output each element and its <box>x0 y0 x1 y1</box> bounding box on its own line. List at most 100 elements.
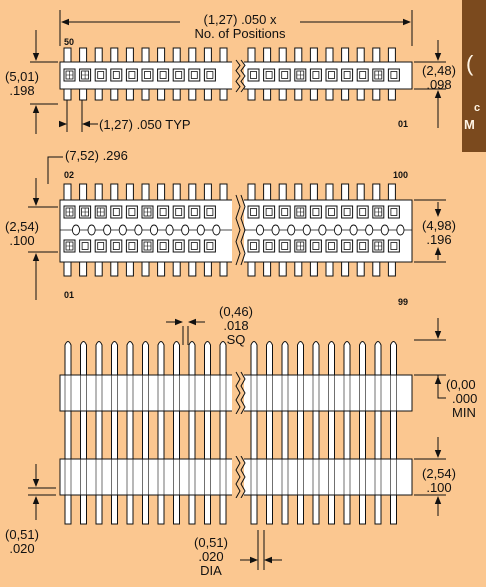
side-tail <box>297 494 304 525</box>
dual-cell-bottom-right-inner <box>390 242 398 250</box>
side-post-top <box>328 341 335 378</box>
top-cell-right <box>341 68 354 82</box>
side-tail <box>111 494 118 525</box>
tail-length-metric: (2,54) <box>422 466 456 481</box>
side-pin-middle <box>142 410 149 460</box>
dual-cell-bottom-left-inner <box>190 242 198 250</box>
dual-tab-top-left <box>79 183 88 201</box>
dual-tab-top-left <box>63 183 72 201</box>
dual-cell-bottom-right-inner <box>265 242 273 250</box>
dual-tab-top-right <box>356 183 365 201</box>
dual-cell-top-left-inner <box>159 208 167 216</box>
dual-cell-bottom-left-inner <box>112 242 120 250</box>
side-post-top <box>95 341 103 378</box>
dual-cell-bottom-right <box>278 239 291 253</box>
side-tail <box>390 494 397 525</box>
top-tab-left <box>79 47 88 63</box>
dual-cell-bottom-right-inner <box>312 242 320 250</box>
top-lead-left <box>141 88 150 101</box>
dual-cell-top-left-inner <box>128 208 136 216</box>
side-tail <box>126 494 134 525</box>
dual-cell-bottom-left-inner <box>128 242 136 250</box>
dual-cell-top-left <box>188 205 201 219</box>
side-tail <box>95 494 103 525</box>
side-post-top <box>188 341 196 378</box>
top-cell-left-inner <box>144 71 151 79</box>
top-cell-left-inner <box>112 71 120 79</box>
dual-tab-bottom-right <box>247 261 256 277</box>
dual-tab-top-right <box>309 183 318 201</box>
top-cell-right <box>387 68 400 82</box>
side-panel-text-2: M <box>464 117 475 132</box>
top-lead-right <box>325 88 334 101</box>
dual-cell-bottom-right <box>247 239 260 253</box>
dual-cell-top-left <box>110 205 123 219</box>
top-cell-right-inner <box>359 71 367 79</box>
dual-cell-bottom-left <box>125 239 138 253</box>
dual-tab-bottom-right <box>372 261 381 277</box>
dual-tab-bottom-right <box>341 261 350 277</box>
dual-cell-top-right <box>387 205 400 219</box>
overall-length-metric: (1,27) .050 x <box>203 12 277 27</box>
dual-cell-top-right-inner <box>312 208 320 216</box>
width-leader <box>47 156 63 184</box>
position-50-label: 50 <box>64 37 75 47</box>
position-01-label: 01 <box>398 119 409 129</box>
dual-tab-bottom-left <box>188 261 197 277</box>
side-pin-middle <box>297 410 304 460</box>
dual-tab-bottom-right <box>325 261 334 277</box>
top-cell-left-inner <box>159 71 167 79</box>
dual-cell-bottom-right <box>263 239 276 253</box>
post-size-imperial: .018 <box>223 318 249 333</box>
width-label: (7,52) .296 <box>65 148 128 163</box>
side-pin-middle <box>250 410 258 460</box>
dual-pin-hole-left <box>149 224 159 236</box>
dual-tab-bottom-right <box>309 261 318 277</box>
dimension-lines <box>28 10 446 570</box>
top-cell-left-cross <box>66 71 73 79</box>
dual-cell-top-left-inner <box>112 208 120 216</box>
dual-cell-top-left-cross <box>66 208 73 216</box>
top-lead-right <box>341 88 350 101</box>
top-lead-right <box>278 88 287 101</box>
dual-pin-hole-right <box>287 224 296 236</box>
side-pin-middle <box>328 410 335 460</box>
top-cell-left <box>188 68 201 82</box>
tail-dia-imperial: .020 <box>198 549 224 564</box>
post-size-label: (0,46) .018 SQ <box>214 305 258 347</box>
top-lead-right <box>294 88 303 101</box>
dual-pin-hole-right <box>318 224 327 236</box>
tail-length-imperial: .100 <box>426 480 452 495</box>
dual-tab-top-right <box>387 183 396 201</box>
top-tab-right <box>372 47 381 63</box>
side-post-top <box>204 341 211 378</box>
side-pin-middle <box>204 410 211 460</box>
height-metric: (5,01) <box>5 69 39 84</box>
side-tail <box>219 494 227 525</box>
top-tab-right <box>247 47 256 63</box>
top-tab-right <box>263 47 272 63</box>
top-lead-right <box>309 88 318 101</box>
dual-cell-top-right <box>309 205 322 219</box>
dual-cell-top-left-cross <box>97 208 105 216</box>
side-post-top <box>312 341 320 378</box>
dual-pin-hole-left <box>134 224 143 236</box>
dual-tab-bottom-right <box>387 261 396 277</box>
side-break-upper-gap <box>232 370 244 416</box>
position-02-label: 02 <box>64 170 75 180</box>
top-cell-right-cross <box>296 71 304 79</box>
side-post-top <box>343 341 351 378</box>
dual-cell-top-left <box>157 205 170 219</box>
top-cell-right-inner <box>390 71 398 79</box>
dual-pin-hole-right <box>380 224 389 236</box>
dual-cell-top-left <box>203 205 216 219</box>
dual-tab-bottom-left <box>110 261 119 277</box>
tab-height-label: (2,48) .098 <box>415 64 463 92</box>
side-panel-paren: ( <box>466 51 474 76</box>
dual-cell-bottom-right <box>325 239 338 253</box>
side-pin-middle <box>390 410 397 460</box>
side-post-top <box>250 341 258 378</box>
top-cell-left <box>110 68 123 82</box>
side-tail <box>359 494 366 525</box>
dual-cell-top-right-inner <box>359 208 367 216</box>
